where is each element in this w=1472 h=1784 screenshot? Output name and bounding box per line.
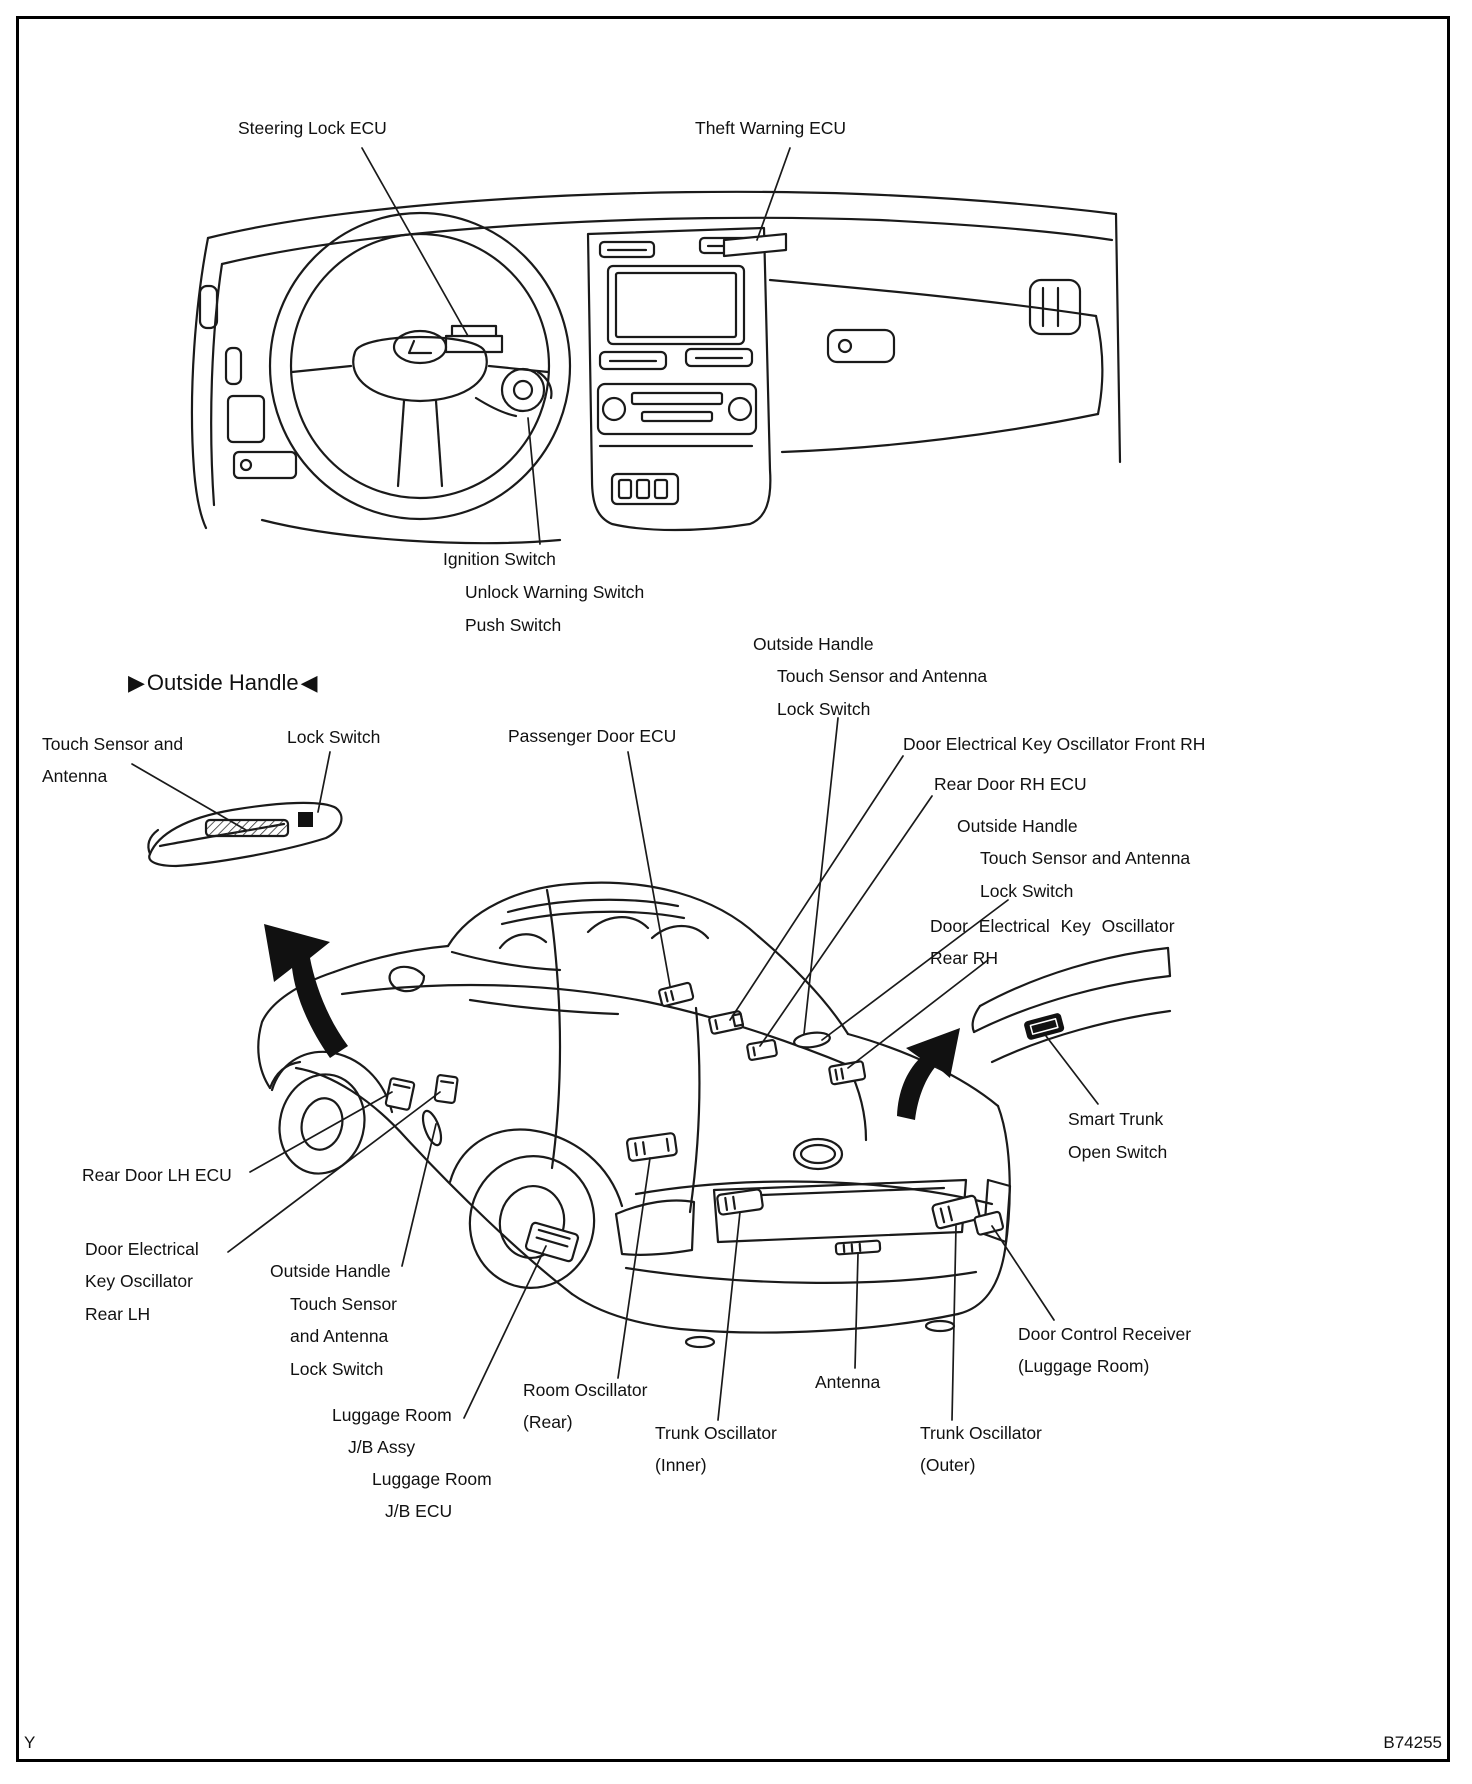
key-oscillator-rear-rh-icon bbox=[828, 1060, 867, 1086]
figure-number: B74255 bbox=[1383, 1733, 1442, 1752]
label-key-oscillator-front-rh: Door Electrical Key Oscillator Front RH bbox=[903, 734, 1206, 754]
label-smart-trunk-1: Smart Trunk bbox=[1068, 1109, 1164, 1129]
section-title-text: Outside Handle bbox=[146, 670, 299, 695]
label-key-oscillator-rear-lh-1: Door Electrical bbox=[85, 1239, 199, 1259]
label-outside-handle-bl-1: Outside Handle bbox=[270, 1261, 391, 1281]
lock-switch-icon bbox=[298, 812, 313, 827]
label-luggage-jb-ecu-1: Luggage Room bbox=[372, 1469, 492, 1489]
label-outside-handle-right-3: Lock Switch bbox=[980, 881, 1074, 901]
passenger-door-ecu-icon bbox=[658, 981, 695, 1008]
label-trunk-oscillator-inner-2: (Inner) bbox=[655, 1455, 707, 1475]
label-key-oscillator-rear-lh-3: Rear LH bbox=[85, 1304, 151, 1324]
outside-handle-section-title: ▶Outside Handle◀ bbox=[128, 672, 318, 694]
key-oscillator-rear-lh-icon bbox=[433, 1074, 459, 1104]
ignition-switch-drawing bbox=[474, 367, 553, 418]
label-ignition-switch: Ignition Switch bbox=[443, 549, 556, 569]
label-trunk-oscillator-outer-1: Trunk Oscillator bbox=[920, 1423, 1042, 1443]
theft-warning-ecu-icon bbox=[722, 232, 788, 258]
label-room-oscillator-2: (Rear) bbox=[523, 1412, 573, 1432]
label-luggage-jb-assy-1: Luggage Room bbox=[332, 1405, 452, 1425]
label-lock-switch-detail: Lock Switch bbox=[287, 727, 381, 747]
label-theft-warning-ecu: Theft Warning ECU bbox=[695, 118, 847, 138]
label-unlock-warning-switch: Unlock Warning Switch bbox=[465, 582, 645, 602]
label-outside-handle-bl-4: Lock Switch bbox=[290, 1359, 384, 1379]
key-oscillator-front-rh-icon bbox=[708, 1010, 745, 1035]
label-trunk-oscillator-inner-1: Trunk Oscillator bbox=[655, 1423, 777, 1443]
outside-handle-lh-icon bbox=[421, 1109, 443, 1147]
label-outside-handle-center-1: Outside Handle bbox=[753, 634, 874, 654]
label-luggage-jb-assy-2: J/B Assy bbox=[348, 1437, 416, 1457]
label-outside-handle-bl-2: Touch Sensor bbox=[290, 1294, 398, 1314]
label-smart-trunk-2: Open Switch bbox=[1068, 1142, 1168, 1162]
label-rear-door-rh-ecu: Rear Door RH ECU bbox=[934, 774, 1087, 794]
antenna-icon bbox=[834, 1239, 882, 1256]
leader-lines bbox=[131, 147, 1099, 1421]
outside-handle-detail-drawing bbox=[147, 801, 343, 868]
outside-handle-rh-icon bbox=[793, 1031, 831, 1049]
trunk-oscillator-inner-icon bbox=[716, 1188, 764, 1216]
label-outside-handle-right-1: Outside Handle bbox=[957, 816, 1078, 836]
smart-trunk-open-switch-icon bbox=[1024, 1013, 1065, 1040]
door-control-receiver-icon bbox=[973, 1210, 1005, 1236]
label-luggage-jb-ecu-2: J/B ECU bbox=[385, 1501, 453, 1521]
label-outside-handle-right-2: Touch Sensor and Antenna bbox=[980, 848, 1191, 868]
rear-door-lh-ecu-icon bbox=[384, 1077, 416, 1111]
arrow-up-right-icon bbox=[897, 1028, 960, 1120]
room-oscillator-icon bbox=[625, 1132, 678, 1162]
label-door-control-receiver-1: Door Control Receiver bbox=[1018, 1324, 1192, 1344]
page-corner-mark: Y bbox=[24, 1733, 36, 1752]
steering-wheel-drawing bbox=[268, 211, 572, 521]
rear-door-rh-ecu-icon bbox=[746, 1039, 778, 1061]
label-outside-handle-bl-3: and Antenna bbox=[290, 1326, 389, 1346]
label-key-oscillator-rear-rh-2: Rear RH bbox=[930, 948, 999, 968]
label-key-oscillator-rear-lh-2: Key Oscillator bbox=[85, 1271, 193, 1291]
rear-deck-inset-drawing bbox=[971, 946, 1172, 1064]
label-touch-sensor-and: Touch Sensor and bbox=[42, 734, 184, 754]
touch-sensor-strip-icon bbox=[204, 818, 290, 838]
left-arrow-marker: ▶ bbox=[128, 670, 145, 695]
label-trunk-oscillator-outer-2: (Outer) bbox=[920, 1455, 976, 1475]
label-room-oscillator-1: Room Oscillator bbox=[523, 1380, 648, 1400]
component-icons bbox=[384, 981, 1005, 1263]
label-door-control-receiver-2: (Luggage Room) bbox=[1018, 1356, 1150, 1376]
label-key-oscillator-rear-rh-1: Door Electrical Key Oscillator bbox=[930, 916, 1175, 936]
label-outside-handle-center-2: Touch Sensor and Antenna bbox=[777, 666, 988, 686]
dashboard-drawing bbox=[190, 190, 1122, 545]
label-passenger-door-ecu: Passenger Door ECU bbox=[508, 726, 677, 746]
label-outside-handle-center-3: Lock Switch bbox=[777, 699, 871, 719]
label-antenna: Antenna bbox=[815, 1372, 881, 1392]
label-rear-door-lh-ecu: Rear Door LH ECU bbox=[82, 1165, 232, 1185]
right-arrow-marker: ◀ bbox=[300, 670, 318, 695]
trunk-oscillator-outer-icon bbox=[931, 1194, 981, 1230]
label-push-switch: Push Switch bbox=[465, 615, 562, 635]
label-steering-lock-ecu: Steering Lock ECU bbox=[238, 118, 387, 138]
trunk-emblem-icon bbox=[792, 1137, 844, 1171]
steering-lock-ecu-icon bbox=[444, 324, 504, 354]
luggage-room-jb-icon bbox=[524, 1221, 580, 1263]
arrow-up-left-icon bbox=[264, 924, 348, 1058]
direction-arrows bbox=[264, 924, 960, 1120]
label-antenna-detail: Antenna bbox=[42, 766, 108, 786]
